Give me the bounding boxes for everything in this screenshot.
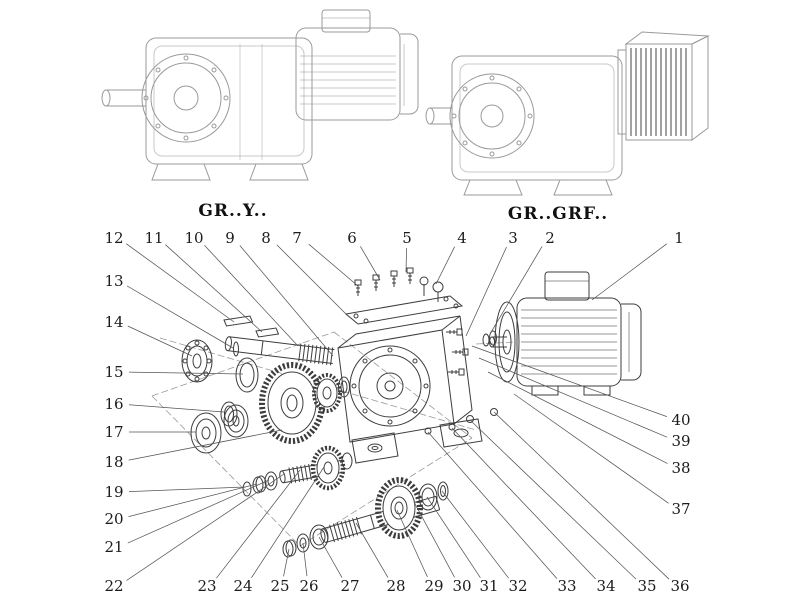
leader-line-26 <box>302 542 308 577</box>
leader-line-3 <box>465 246 507 337</box>
leader-line-16 <box>128 404 225 413</box>
leader-line-35 <box>469 419 637 580</box>
callout-6: 6 <box>347 229 357 247</box>
output-shaft-assembly <box>282 477 449 558</box>
callout-36: 36 <box>670 577 689 595</box>
callout-37: 37 <box>671 500 690 518</box>
leader-line-5 <box>405 247 407 273</box>
leader-line-34 <box>451 427 596 580</box>
leader-line-22 <box>126 473 285 581</box>
callout-30: 30 <box>452 577 471 595</box>
input-shaft-assembly <box>181 315 350 454</box>
assembly-axis-lines <box>151 331 517 547</box>
callout-16: 16 <box>104 395 123 413</box>
callout-17: 17 <box>104 423 123 441</box>
leader-line-8 <box>276 244 349 317</box>
callout-39: 39 <box>671 432 690 450</box>
callout-23: 23 <box>197 577 216 595</box>
leader-line-23 <box>216 469 301 579</box>
leader-line-33 <box>427 431 558 579</box>
leader-line-2 <box>489 246 543 335</box>
leader-line-20 <box>128 483 258 517</box>
callout-10: 10 <box>184 229 203 247</box>
callout-25: 25 <box>270 577 289 595</box>
leader-line-9 <box>239 245 334 357</box>
leader-line-1 <box>591 243 668 301</box>
callout-3: 3 <box>508 229 518 247</box>
leader-line-19 <box>128 486 246 492</box>
callout-21: 21 <box>104 538 123 556</box>
leader-line-25 <box>283 548 290 577</box>
callout-7: 7 <box>292 229 302 247</box>
callout-11: 11 <box>144 229 163 247</box>
callout-15: 15 <box>104 363 123 381</box>
callout-18: 18 <box>104 453 123 471</box>
leader-line-38 <box>487 371 668 464</box>
housing-drawing <box>337 315 498 464</box>
callout-1: 1 <box>674 229 684 247</box>
leader-line-28 <box>355 522 389 578</box>
callout-20: 20 <box>104 510 123 528</box>
leader-line-13 <box>126 285 234 349</box>
exploded-view <box>181 267 642 558</box>
leader-line-6 <box>359 246 381 281</box>
callout-5: 5 <box>402 229 412 247</box>
callout-35: 35 <box>637 577 656 595</box>
leader-line-14 <box>127 325 193 357</box>
callout-33: 33 <box>557 577 576 595</box>
callout-4: 4 <box>457 229 467 247</box>
assembled-view-gr-y <box>101 9 419 181</box>
callout-27: 27 <box>340 577 359 595</box>
callout-14: 14 <box>104 313 123 331</box>
variant-title-gr-y: GR..Y.. <box>198 201 268 221</box>
leader-line-4 <box>435 246 455 285</box>
callout-2: 2 <box>545 229 555 247</box>
leader-line-7 <box>308 243 359 287</box>
leader-line-30 <box>413 501 455 578</box>
callout-22: 22 <box>104 577 123 595</box>
callout-29: 29 <box>424 577 443 595</box>
leader-line-12 <box>126 243 235 323</box>
callout-31: 31 <box>479 577 498 595</box>
leader-line-24 <box>251 466 325 578</box>
leader-line-31 <box>426 496 481 579</box>
leader-line-32 <box>441 490 509 579</box>
leader-line-18 <box>128 429 283 461</box>
callout-38: 38 <box>671 459 690 477</box>
cover-and-bolts <box>344 267 464 325</box>
leader-line-27 <box>318 536 343 578</box>
callout-13: 13 <box>104 272 123 290</box>
leader-line-29 <box>396 509 428 578</box>
leader-line-21 <box>127 479 270 544</box>
callout-12: 12 <box>104 229 123 247</box>
assembled-view-gr-grf <box>425 31 710 196</box>
callout-19: 19 <box>104 483 123 501</box>
callout-40: 40 <box>671 411 690 429</box>
callout-24: 24 <box>233 577 252 595</box>
leader-line-15 <box>128 371 244 375</box>
leader-line-11 <box>165 244 263 333</box>
intermediate-shaft-assembly <box>242 445 353 497</box>
callout-34: 34 <box>596 577 615 595</box>
motor-drawing <box>445 271 642 396</box>
leader-line-39 <box>478 357 668 438</box>
leader-line-40 <box>471 345 667 418</box>
leader-line-10 <box>204 244 299 347</box>
leader-line-36 <box>493 411 670 580</box>
callout-26: 26 <box>299 577 318 595</box>
variant-title-gr-grf: GR..GRF.. <box>507 204 609 224</box>
callout-28: 28 <box>386 577 405 595</box>
callout-9: 9 <box>225 229 235 247</box>
callout-8: 8 <box>261 229 271 247</box>
leader-line-37 <box>513 393 669 504</box>
callout-32: 32 <box>508 577 527 595</box>
